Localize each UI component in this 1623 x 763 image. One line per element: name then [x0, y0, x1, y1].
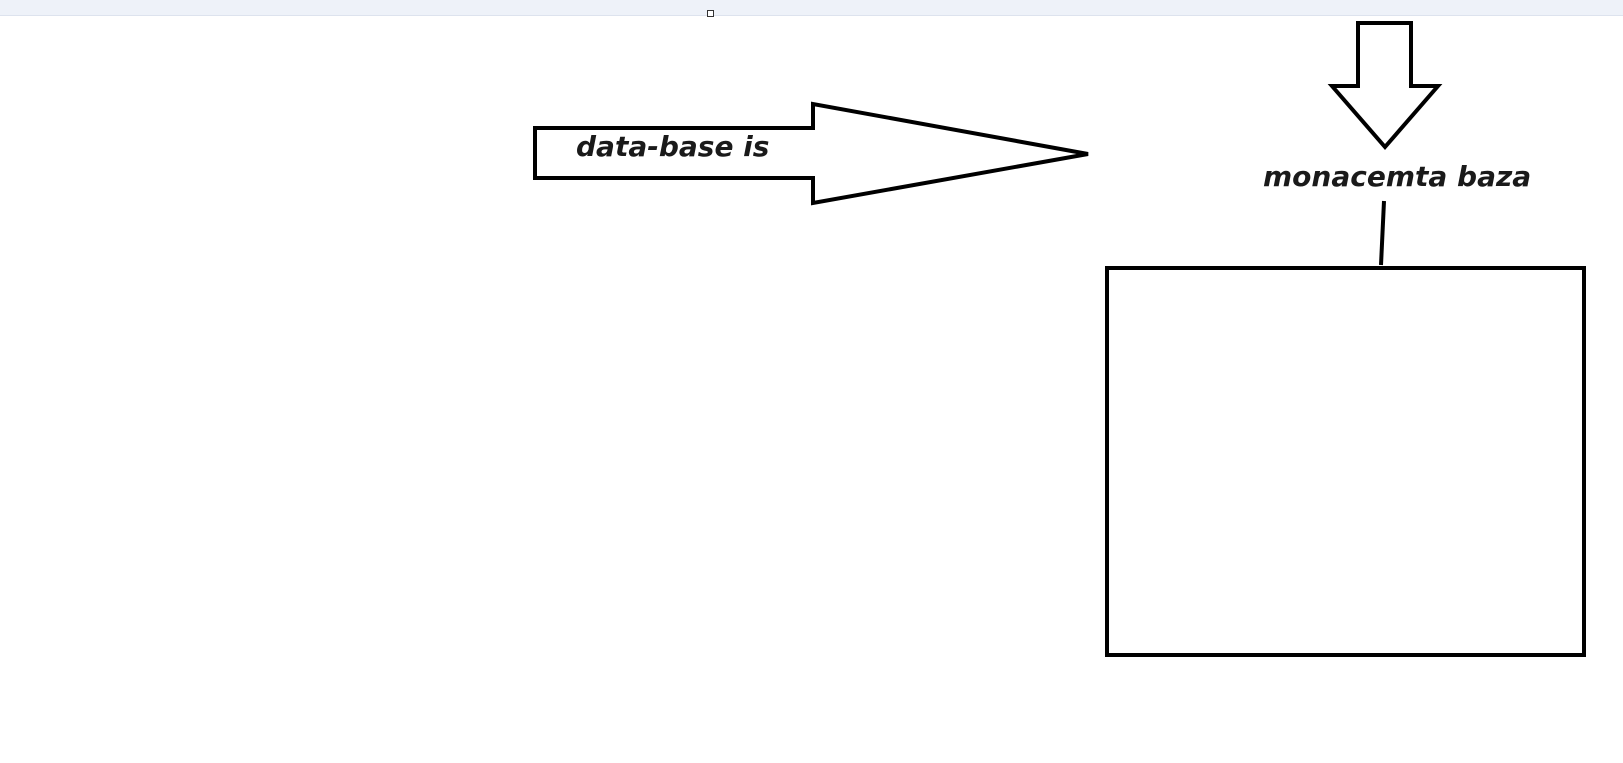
- arrow-label[interactable]: data-base is: [576, 130, 769, 163]
- right-arrow-shape[interactable]: [533, 101, 1089, 206]
- connector-line[interactable]: [1379, 200, 1386, 266]
- rectangle-shape[interactable]: [1105, 266, 1586, 657]
- ruler-strip: [0, 0, 1623, 16]
- box-title-label[interactable]: monacemta baza: [1263, 160, 1531, 193]
- down-arrow-shape[interactable]: [1327, 21, 1443, 151]
- resize-handle[interactable]: [707, 10, 714, 17]
